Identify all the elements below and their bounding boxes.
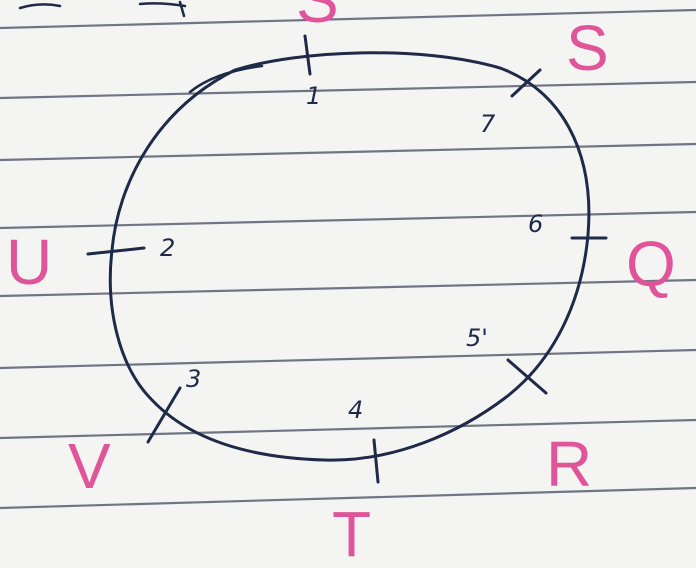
circle-overlap-stroke — [188, 64, 264, 94]
top-left-scribble — [18, 0, 187, 18]
tick-mark-2 — [86, 246, 146, 256]
outer-label-bottom-left: V — [68, 430, 111, 502]
ruled-line — [0, 8, 696, 30]
label-1: 1 — [306, 82, 321, 110]
tick-mark-1 — [303, 34, 312, 76]
outer-label-left: U — [6, 226, 52, 298]
label-2: 2 — [160, 234, 175, 262]
label-6: 6 — [528, 210, 543, 238]
ruled-line — [0, 278, 696, 298]
tick-mark-3 — [146, 386, 182, 444]
ruled-line — [0, 210, 696, 230]
tick-mark-5 — [506, 358, 548, 395]
ruled-line — [0, 418, 696, 440]
outer-label-right: Q — [626, 228, 676, 300]
label-5: 5' — [466, 324, 488, 352]
outer-label-bottom: T — [332, 498, 371, 563]
label-4: 4 — [348, 396, 363, 424]
tick-marks — [86, 34, 608, 484]
tick-mark-7 — [510, 68, 542, 98]
tick-mark-4 — [372, 438, 380, 484]
outer-label-top: S — [296, 0, 339, 36]
outer-label-top-right: S — [566, 12, 609, 84]
outer-label-bottom-right: R — [546, 428, 592, 500]
label-3: 3 — [186, 365, 201, 393]
ruled-line — [0, 142, 696, 162]
ruled-line — [0, 486, 696, 510]
ruled-line — [0, 348, 696, 370]
label-7: 7 — [480, 110, 496, 138]
ruled-line — [0, 80, 696, 100]
circle-outline — [108, 51, 591, 462]
